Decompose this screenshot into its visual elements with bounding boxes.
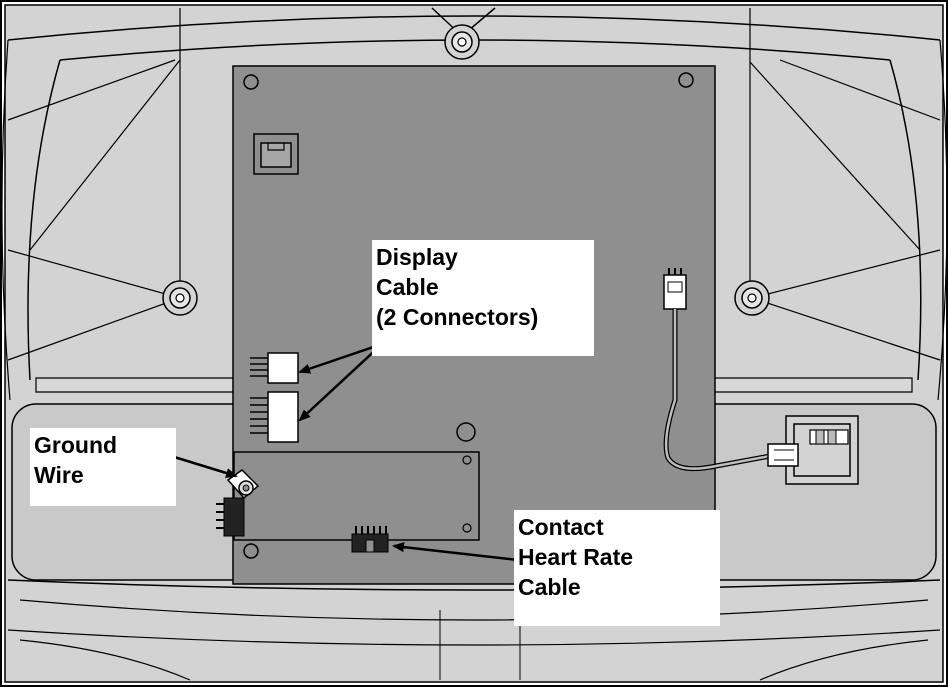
contact-heart-rate-connector xyxy=(351,526,389,553)
mounting-boss-top xyxy=(444,24,480,60)
side-switch-module xyxy=(767,415,859,485)
display-cable-connector-upper xyxy=(250,352,299,384)
mounting-boss-right xyxy=(734,280,770,316)
mounting-boss-left xyxy=(162,280,198,316)
contact-heart-rate-cable-label: Contact Heart Rate Cable xyxy=(514,510,720,626)
callout-arrows xyxy=(157,342,519,562)
rj-jack xyxy=(253,133,299,175)
display-cable-connector-lower xyxy=(250,391,299,443)
ground-wire-label: Ground Wire xyxy=(30,428,176,506)
display-cable-label: Display Cable (2 Connectors) xyxy=(372,240,594,356)
side-header-connector xyxy=(216,497,245,537)
cable-wire xyxy=(663,309,771,472)
